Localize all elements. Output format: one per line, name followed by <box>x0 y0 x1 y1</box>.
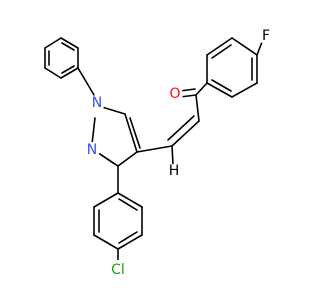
chlorine-atom: Cl <box>108 260 128 280</box>
atom-label-layer: O F N N H Cl <box>84 28 274 280</box>
alkene-hydrogen-label: H <box>169 163 180 179</box>
bond <box>167 115 195 141</box>
bond <box>171 145 174 166</box>
pyrazole-n1-atom: N <box>89 95 105 111</box>
bond <box>60 67 79 79</box>
molecule-diagram: O F N N H Cl <box>44 28 274 280</box>
alkene-hydrogen-atom: H <box>167 163 181 179</box>
oxygen-atom: O <box>167 86 183 102</box>
bond <box>44 67 62 79</box>
bond <box>129 117 141 149</box>
bond <box>61 42 75 51</box>
bond <box>77 67 95 96</box>
bond <box>118 231 138 244</box>
bond <box>206 37 233 56</box>
bond <box>117 234 143 250</box>
bond <box>118 198 138 211</box>
bond <box>231 37 258 56</box>
bond <box>211 44 232 59</box>
fluorine-label: F <box>262 28 270 44</box>
bond <box>96 151 114 164</box>
bond <box>93 234 119 250</box>
fluorine-atom: F <box>258 28 274 44</box>
bond <box>195 94 200 122</box>
pyrazole-n2-atom: N <box>84 142 100 158</box>
pyrazole-n1-label: N <box>92 95 102 111</box>
structure-canvas: O F N N H Cl <box>44 28 274 280</box>
bond <box>206 82 233 98</box>
pyrazole-n2-label: N <box>87 142 97 158</box>
bond <box>44 37 62 49</box>
bond <box>117 151 138 167</box>
bond <box>211 79 232 92</box>
bond <box>124 113 138 153</box>
bond <box>93 192 119 208</box>
bond-layer <box>44 37 263 263</box>
bond <box>60 37 79 49</box>
bond <box>101 106 126 115</box>
chlorine-label: Cl <box>111 262 125 278</box>
bond <box>171 120 200 147</box>
bond <box>61 65 75 74</box>
bond <box>117 192 143 208</box>
bond <box>91 117 96 145</box>
bond <box>195 82 208 96</box>
bond <box>136 145 173 153</box>
bond <box>231 82 258 98</box>
bond <box>179 88 196 92</box>
oxygen-label: O <box>169 86 180 102</box>
bond <box>179 94 197 98</box>
bond <box>256 41 263 56</box>
